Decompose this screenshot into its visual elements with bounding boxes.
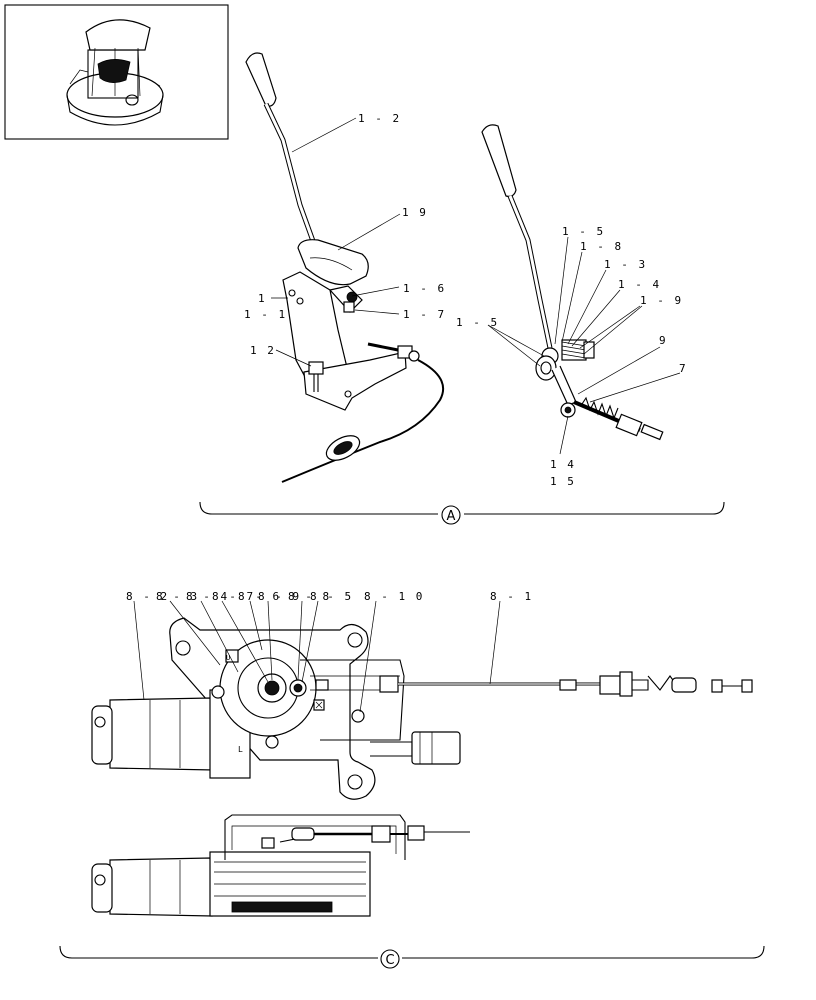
labels: 1 - 2 1 9 1 - 6 1 1 - 1 1 - 7 1 2 1 - 5 … <box>126 112 688 968</box>
label-1-6: 1 - 6 <box>403 282 446 295</box>
label-r-1-5-b: 1 - 5 <box>456 316 499 329</box>
label-8-5: 8 - 5 <box>310 590 353 603</box>
label-1-7: 1 - 7 <box>403 308 446 321</box>
motor-mark-l: L <box>238 745 243 754</box>
section-a-marker: A <box>447 509 456 524</box>
thumbnail-machine <box>4 4 229 140</box>
label-8-7: 8 - 7 <box>212 590 255 603</box>
label-1-8: 1 - 8 <box>580 240 623 253</box>
label-14: 1 4 <box>550 458 576 471</box>
section-c-bracket <box>59 945 765 969</box>
label-1-3: 1 - 3 <box>604 258 647 271</box>
actuator-side-view <box>91 814 470 917</box>
label-15: 1 5 <box>550 475 576 488</box>
label-8-9: 8 - 9 <box>258 590 301 603</box>
label-1-4: 1 - 4 <box>618 278 661 291</box>
label-1-9: 1 - 9 <box>640 294 683 307</box>
label-8-3: 8 - 3 <box>156 590 199 603</box>
section-c-marker: C <box>385 953 394 968</box>
label-1-1: 1 - 1 <box>244 308 287 321</box>
section-a-bracket <box>199 501 725 525</box>
leaders-left <box>271 117 401 367</box>
lever-assembly-left <box>245 52 445 483</box>
label-8-1: 8 - 1 <box>490 590 533 603</box>
label-8-2: 8 - 2 <box>126 590 169 603</box>
label-8-10: 8 - 1 0 <box>364 590 424 603</box>
label-1-2: 1 - 2 <box>358 112 401 125</box>
label-12: 1 2 <box>250 344 276 357</box>
actuator-top-view <box>91 617 753 800</box>
motor-mark-u: U <box>226 654 230 662</box>
label-r-1-5: 1 - 5 <box>562 225 605 238</box>
label-7: 7 <box>679 362 688 375</box>
label-8-8: 8 - 8 <box>288 590 331 603</box>
leaders-c <box>133 600 501 713</box>
label-8-6: 8 - 6 <box>238 590 281 603</box>
label-8-4: 8 - 4 <box>186 590 229 603</box>
lever-assembly-right <box>481 124 664 441</box>
label-1: 1 <box>258 292 267 305</box>
leaders-right <box>487 236 681 455</box>
label-19: 1 9 <box>402 206 428 219</box>
label-9: 9 <box>659 334 668 347</box>
